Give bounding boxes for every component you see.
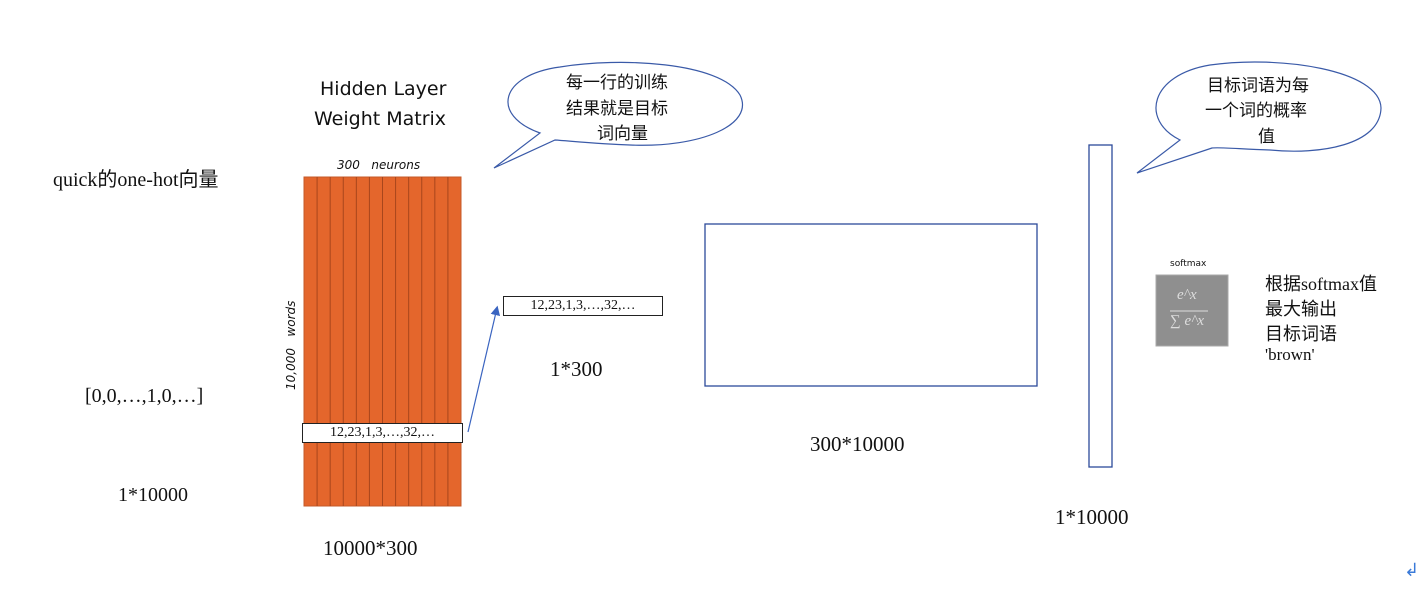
output-matrix-dims: 300*10000 [810, 432, 905, 456]
hidden-title-1: Hidden Layer [320, 78, 447, 100]
words-label: 10,000 words [284, 300, 298, 390]
neurons-label: 300 neurons [337, 158, 421, 172]
bubble1-line1: 每一行的训练 [566, 73, 668, 93]
return-mark-icon: ↲ [1404, 560, 1420, 581]
hidden-dims: 10000*300 [323, 536, 418, 560]
result-line1: 根据softmax值 [1265, 274, 1377, 294]
bubble1-line3: 词向量 [597, 124, 648, 144]
bubble2-line1: 目标词语为每 [1207, 76, 1309, 96]
one-hot-vector: [0,0,…,1,0,…] [85, 385, 204, 407]
output-weight-matrix [704, 223, 1038, 387]
matrix-column-lines [316, 177, 449, 506]
word-vector-box: 12,23,1,3,…,32,… [503, 296, 663, 316]
result-line2: 最大输出 [1265, 299, 1337, 319]
hidden-title-2: Weight Matrix [314, 108, 447, 130]
bubble2-line3: 值 [1258, 127, 1275, 147]
bubble1-line2: 结果就是目标 [566, 99, 668, 119]
speech-bubble-2 [1136, 61, 1382, 174]
result-line3: 目标词语 [1265, 324, 1337, 344]
softmax-numerator: e^x [1177, 287, 1197, 303]
input-title: quick的one-hot向量 [53, 169, 219, 191]
result-word: 'brown' [1265, 345, 1315, 364]
output-vector [1088, 144, 1113, 468]
speech-bubble-1 [493, 61, 743, 169]
projection-arrow [467, 305, 501, 433]
softmax-denominator: ∑ e^x [1170, 313, 1205, 329]
softmax-label: softmax [1170, 259, 1207, 269]
word-vector-dims: 1*300 [550, 357, 603, 381]
output-vector-dims: 1*10000 [1055, 505, 1129, 529]
bubble2-line2: 一个词的概率 [1205, 101, 1307, 121]
matrix-row-quick: 12,23,1,3,…,32,… [302, 423, 463, 443]
input-dims: 1*10000 [118, 484, 188, 506]
